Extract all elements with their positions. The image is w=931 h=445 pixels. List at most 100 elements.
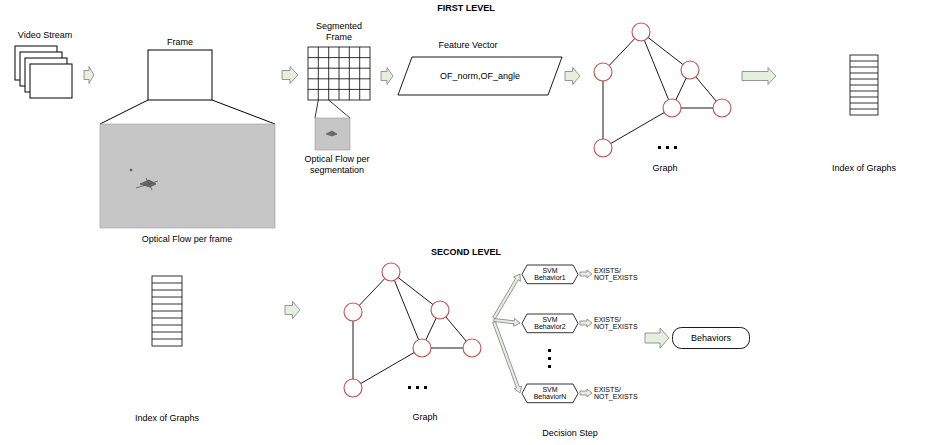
zoom-line [329,100,350,118]
frame-outline [148,50,212,100]
graph-vertex [681,61,699,79]
behaviors-output: Behaviors [672,327,750,349]
table-row [850,109,878,110]
node-label: Segmented Frame [309,21,369,43]
svm-hexagon [522,314,578,333]
svm-hexagon [522,265,578,284]
grid-line [349,47,350,100]
table-row [152,332,182,333]
graph-link [603,108,672,148]
graph-vertex [632,23,650,41]
text-slot: Graph [652,163,677,174]
graph-vertex [594,63,612,81]
text-slot: SVM Behavior1 [534,267,566,282]
block-arrow [285,302,300,319]
dot [666,146,669,149]
table-row [850,61,878,62]
table-row [152,304,182,305]
segment-grid [308,47,370,118]
result-arrow [580,270,592,278]
zoom-line [100,100,148,124]
graph-index: Index of Graphs [128,268,283,430]
flow-mark [136,181,158,188]
dot [548,349,551,352]
text-slot: OF_norm,OF_angle [440,71,520,82]
result-arrow [580,319,592,327]
table-row [850,79,878,80]
svm-classifier: SVM BehaviorN [522,384,578,403]
table-row [850,103,878,104]
table-row [152,283,182,284]
output-box [673,328,750,349]
block-arrow [381,68,393,85]
ellipsis-dots [658,146,677,149]
video-stream: Video Stream [12,26,82,104]
output-arrow [645,328,669,348]
block-arrow [565,68,580,85]
result-arrow [580,389,592,397]
grid-line [318,47,319,100]
table-row [152,318,182,319]
grid-line [308,68,370,69]
graph-vertices [594,23,731,157]
svm-hexagon [522,384,578,403]
table-row [850,85,878,86]
graph-picture [344,263,481,397]
table-row [152,297,182,298]
block-arrow [84,67,94,84]
text-slot: Video Stream [18,30,72,41]
text-slot: EXISTS/ NOT_EXISTS [594,386,638,401]
dot [548,357,551,360]
graph-links [603,32,722,148]
zoom-line [212,100,275,124]
zoom-line [315,100,318,118]
table-outline [152,276,182,346]
text-slot: Feature Vector [438,40,497,51]
feature-vector: Feature VectorOF_norm,OF_angle [395,38,563,98]
graph-vertex [663,99,681,117]
segmented-frame: Segmented FrameOptical Flow per segmenta… [300,18,379,182]
graph-link [641,32,672,108]
graph-vertex [713,99,731,117]
result-arrows [580,270,669,397]
node-label: SVM BehaviorN [534,386,567,401]
text-slot: EXISTS/ NOT_EXISTS [594,316,638,331]
text-slot: Segmented Frame [309,21,369,43]
text-slot: SVM BehaviorN [534,386,567,401]
grid-line [359,47,360,100]
level-heading: FIRST LEVEL [437,3,495,14]
grid-line [328,47,329,100]
flow-mark [130,169,132,171]
svm-classifier: SVM Behavior2 [522,314,578,333]
text-slot: Index of Graphs [832,163,896,174]
grid-line [308,57,370,58]
grid-outline [308,47,370,100]
flow-blob [130,169,158,190]
node-label: Video Stream [18,30,72,41]
text-slot: Optical Flow per segmentation [297,154,377,176]
optical-flow-image [100,124,275,228]
table-row [850,97,878,98]
dot [674,146,677,149]
step-label: Decision Step [542,428,598,439]
text-slot: SVM Behavior2 [534,316,566,331]
text-slot: Behaviors [691,333,731,344]
table-row [152,290,182,291]
text-slot: EXISTS/ NOT_EXISTS [594,267,638,282]
node-label: SVM Behavior1 [534,267,566,282]
node-label: Index of Graphs [135,413,199,424]
level-heading: SECOND LEVEL [431,247,501,258]
frame-sheet [30,64,72,98]
text-slot: Decision Step [542,428,598,439]
vertical-ellipsis [548,349,551,368]
index-table [850,55,878,115]
node-caption: Optical Flow per segmentation [297,154,377,176]
flow-arrow [493,274,521,319]
table-row [152,325,182,326]
table-row [152,311,182,312]
flow-arrow [494,318,520,326]
graph-index: Index of Graphs [778,50,905,178]
node-label: Graph [412,412,437,423]
text-slot: Index of Graphs [135,413,199,424]
frame-view: FrameOptical Flow per frame [96,34,280,248]
